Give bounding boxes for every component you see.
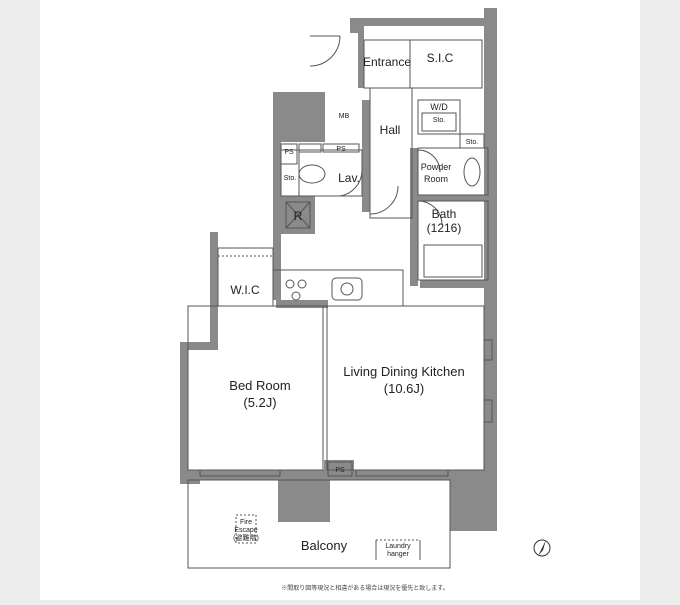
balcony-pillar	[278, 480, 330, 522]
label-lav-sto: Sto.	[284, 175, 297, 182]
mb-wall	[273, 92, 325, 142]
label-hall: Hall	[380, 123, 401, 137]
walls	[180, 8, 497, 531]
label-powder-room: Room	[424, 174, 448, 184]
floor-plan-sheet: Entrance S.I.C MB Hall W/D Sto. Sto. PS …	[40, 0, 640, 600]
footnote: ※間取り図等現況と相違がある場合は現況を優先と致します。	[281, 584, 448, 592]
label-sic: S.I.C	[427, 51, 454, 65]
label-laundry-2: hanger	[387, 551, 409, 558]
label-powder: Powder	[421, 162, 452, 172]
label-laundry-1: Laundry	[385, 543, 411, 550]
floor-plan: Entrance S.I.C MB Hall W/D Sto. Sto. PS …	[180, 8, 551, 592]
label-lav: Lav.	[338, 171, 360, 185]
label-wd: W/D	[430, 102, 448, 112]
label-ldk: Living Dining Kitchen	[343, 364, 464, 379]
label-bath-size: (1216)	[427, 221, 462, 235]
label-fire-escape-2: Escape	[234, 527, 257, 534]
label-entrance: Entrance	[363, 55, 411, 69]
label-bedroom: Bed Room	[229, 378, 290, 393]
label-mb: MB	[339, 113, 350, 120]
compass-icon	[533, 539, 551, 557]
label-fire-escape-1: Fire	[240, 519, 252, 526]
label-bedroom-size: (5.2J)	[243, 395, 276, 410]
south-wall	[188, 470, 488, 480]
label-ps-small: PS	[284, 149, 294, 156]
label-sto: Sto.	[466, 139, 479, 146]
north-wall	[350, 18, 497, 26]
label-balcony: Balcony	[301, 538, 348, 553]
label-ps-lower: PS	[335, 467, 345, 474]
label-wd-sto: Sto.	[433, 117, 446, 124]
label-wic: W.I.C	[230, 283, 260, 297]
label-ldk-size: (10.6J)	[384, 381, 424, 396]
thin-lines	[187, 35, 493, 569]
label-r: R	[294, 209, 303, 223]
label-fire-escape-3: (避難階)	[233, 533, 259, 542]
label-ps-upper: PS	[336, 146, 346, 153]
label-bath: Bath	[432, 207, 457, 221]
